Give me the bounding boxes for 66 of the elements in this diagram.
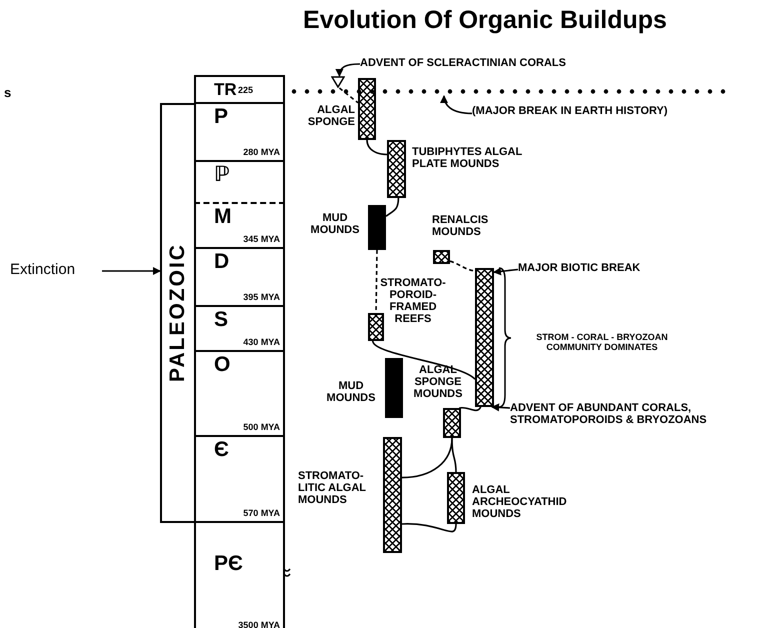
hatched-bar <box>358 78 376 140</box>
age-label: 225 <box>238 85 254 95</box>
period-symbol: O <box>214 354 230 376</box>
hatched-bar <box>383 437 402 553</box>
period-cell <box>194 204 285 249</box>
period-symbol: S <box>214 309 228 331</box>
bar-label: STROMATO- LITIC ALGAL MOUNDS <box>298 470 367 506</box>
callout-text: (MAJOR BREAK IN EARTH HISTORY) <box>472 105 722 117</box>
period-symbol: Є <box>214 439 229 461</box>
period-cell <box>194 162 285 204</box>
note-text: STROM - CORAL - BRYOZOAN COMMUNITY DOMINATES <box>535 332 669 352</box>
connector-line <box>450 260 476 272</box>
hatched-bar <box>368 313 384 341</box>
mound-bar <box>385 358 403 418</box>
age-label: 280 MYA <box>243 147 280 157</box>
hatched-bar <box>443 408 461 438</box>
bar-label: ALGAL SPONGE <box>306 104 355 128</box>
connector-line <box>366 140 388 156</box>
bar-label: MUD MOUNDS <box>326 380 376 404</box>
connector-line <box>451 438 457 472</box>
period-symbol: M <box>214 206 232 228</box>
leader-line <box>491 403 510 412</box>
bar-label: MUD MOUNDS <box>310 212 360 236</box>
callout-text: MAJOR BIOTIC BREAK <box>518 262 668 274</box>
age-label: 430 MYA <box>243 337 280 347</box>
bar-label: TUBIPHYTES ALGAL PLATE MOUNDS <box>412 146 524 170</box>
age-label: 395 MYA <box>243 292 280 302</box>
period-cell <box>194 437 285 523</box>
connector-line <box>386 198 400 217</box>
period-symbol: ℙ <box>214 164 230 186</box>
age-label: 570 MYA <box>243 508 280 518</box>
leader-line <box>493 267 518 276</box>
callout-text: ADVENT OF SCLERACTINIAN CORALS <box>360 57 610 69</box>
period-cell <box>194 104 285 162</box>
leader-line <box>440 95 472 114</box>
hatched-bar <box>475 268 494 407</box>
annotation-text: Extinction <box>10 261 102 279</box>
mound-bar <box>368 205 386 250</box>
period-symbol: P <box>214 106 228 128</box>
bar-label: ALGAL ARCHEOCYATHID MOUNDS <box>472 484 568 520</box>
connector-line <box>372 340 476 380</box>
title: Evolution Of Organic Buildups <box>302 6 668 35</box>
period-cell <box>194 75 285 104</box>
bar-label: RENALCIS MOUNDS <box>432 214 490 238</box>
age-label: 500 MYA <box>243 422 280 432</box>
period-cell <box>194 523 285 628</box>
bar-label: STROMATO- POROID- FRAMED REEFS <box>379 277 447 325</box>
hatched-bar <box>433 250 450 264</box>
period-symbol: TR <box>214 79 237 101</box>
hatched-bar <box>387 140 406 198</box>
leader-line <box>336 63 360 77</box>
connector-line <box>459 406 482 412</box>
age-label: 345 MYA <box>243 234 280 244</box>
era-label: PALEOZOIC <box>166 242 190 384</box>
period-cell <box>194 352 285 437</box>
period-symbol: PЄ <box>214 553 243 575</box>
connector-line <box>338 87 358 104</box>
hatched-bar <box>447 472 465 524</box>
age-label: 3500 MYA <box>238 620 280 628</box>
arrow <box>102 267 161 275</box>
period-symbol: D <box>214 251 230 273</box>
text-fragment: s <box>4 86 12 100</box>
bar-label: ALGAL SPONGE MOUNDS <box>412 364 464 400</box>
callout-text: ADVENT OF ABUNDANT CORALS, STROMATOPOROIDS & BRYOZOANS <box>510 402 750 426</box>
period-cell <box>194 249 285 307</box>
period-cell <box>194 307 285 352</box>
